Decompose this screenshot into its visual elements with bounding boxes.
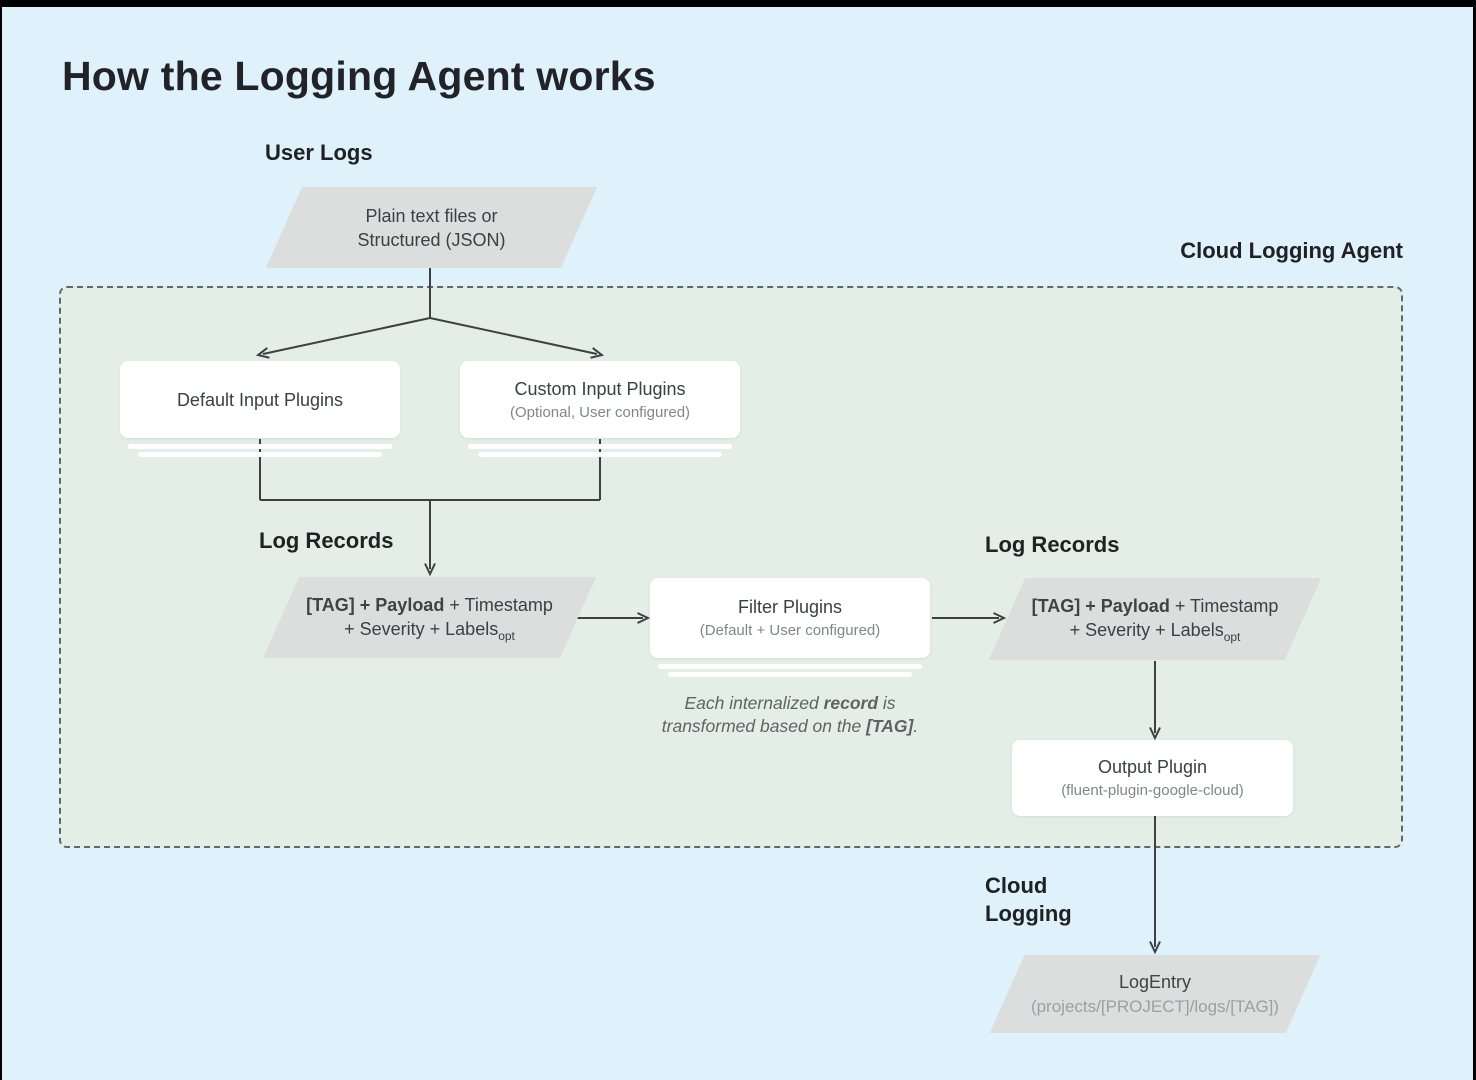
- log-entry-title: LogEntry: [1118, 972, 1192, 992]
- caption-tag-bold: [TAG]: [866, 716, 914, 736]
- log-record-timestamp: + Timestamp: [1169, 596, 1279, 616]
- default-input-plugins-title: Default Input Plugins: [176, 389, 344, 410]
- stacked-pages-line: [478, 452, 722, 457]
- log-record-severity-labels: + Severity + Labels: [344, 618, 499, 639]
- filter-plugins-subtitle: (Default + User configured): [699, 622, 881, 639]
- cloud-logging-agent-label: Cloud Logging Agent: [1180, 238, 1403, 263]
- screenshot-top-edge: [0, 0, 1476, 7]
- log-record-opt-subscript: opt: [498, 628, 515, 643]
- stacked-pages-line: [468, 444, 732, 449]
- screenshot-right-edge: [1473, 0, 1476, 1080]
- log-record-left-text: [TAG] + Payload + Timestamp + Severity +…: [306, 593, 553, 643]
- cloud-logging-label: Cloud Logging: [985, 873, 1072, 926]
- caption-text: .: [913, 716, 919, 736]
- log-records-label-left: Log Records: [259, 528, 394, 553]
- log-record-tag-payload: [TAG] + Payload: [306, 594, 445, 615]
- output-plugin-title: Output Plugin: [1097, 757, 1208, 777]
- caption-text: transformed based on the: [661, 716, 867, 736]
- filter-plugins-node: Filter Plugins (Default + User configure…: [650, 578, 930, 658]
- log-entry-text: LogEntry (projects/[PROJECT]/logs/[TAG]): [1031, 970, 1279, 1018]
- stacked-pages-line: [138, 452, 382, 457]
- caption-record-bold: record: [823, 693, 879, 713]
- log-entry-node: LogEntry (projects/[PROJECT]/logs/[TAG]): [988, 955, 1322, 1033]
- user-logs-label: User Logs: [265, 140, 373, 165]
- filter-plugins-title: Filter Plugins: [737, 597, 843, 617]
- stacked-pages-line: [128, 444, 392, 449]
- log-record-tag-payload: [TAG] + Payload: [1031, 596, 1170, 616]
- output-plugin-subtitle: (fluent-plugin-google-cloud): [1061, 782, 1244, 799]
- default-input-plugins-node: Default Input Plugins: [120, 361, 400, 438]
- user-logs-line1: Plain text files or: [365, 205, 498, 226]
- log-record-node-right: [TAG] + Payload + Timestamp + Severity +…: [988, 578, 1322, 660]
- custom-input-plugins-subtitle: (Optional, User configured): [509, 403, 691, 421]
- log-record-severity-labels: + Severity + Labels: [1069, 620, 1224, 640]
- stacked-pages-line: [658, 664, 922, 669]
- custom-input-plugins-node: Custom Input Plugins (Optional, User con…: [460, 361, 740, 438]
- user-logs-node: Plain text files or Structured (JSON): [265, 187, 598, 268]
- page-title: How the Logging Agent works: [62, 53, 656, 99]
- filter-caption: Each internalized record is transformed …: [625, 692, 955, 738]
- custom-input-plugins-title: Custom Input Plugins: [514, 378, 686, 399]
- caption-text: Each internalized: [684, 693, 824, 713]
- caption-text: is: [878, 693, 896, 713]
- log-record-right-text: [TAG] + Payload + Timestamp + Severity +…: [1032, 594, 1279, 644]
- log-record-timestamp: + Timestamp: [444, 594, 553, 615]
- user-logs-line2: Structured (JSON): [357, 229, 506, 250]
- log-record-node-left: [TAG] + Payload + Timestamp + Severity +…: [262, 577, 597, 658]
- log-entry-subtitle: (projects/[PROJECT]/logs/[TAG]): [1030, 997, 1280, 1016]
- user-logs-node-text: Plain text files or Structured (JSON): [357, 204, 505, 252]
- screenshot-left-edge: [0, 0, 2, 1080]
- stacked-pages-line: [668, 672, 912, 677]
- log-record-opt-subscript: opt: [1223, 630, 1241, 644]
- output-plugin-node: Output Plugin (fluent-plugin-google-clou…: [1012, 740, 1293, 816]
- log-records-label-right: Log Records: [985, 532, 1120, 557]
